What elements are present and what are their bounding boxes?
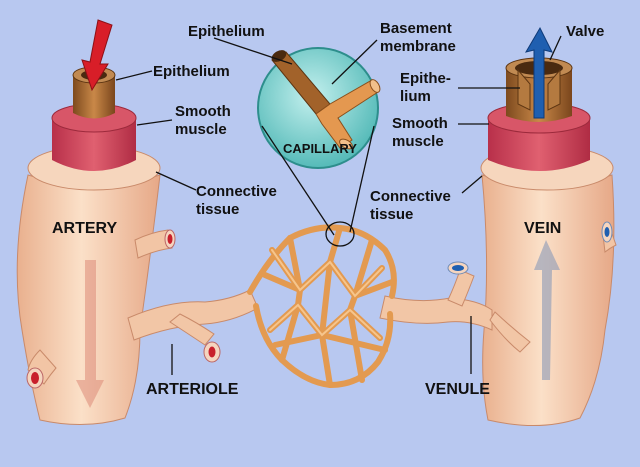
label-basement-membrane-line2: membrane	[380, 38, 456, 55]
capillary-bed-shading	[269, 249, 383, 339]
label-connective-tissue-artery-line2: tissue	[196, 201, 239, 218]
label-valve: Valve	[566, 23, 604, 40]
capillary-inset	[257, 47, 381, 247]
label-artery: ARTERY	[52, 220, 118, 237]
label-smooth-muscle-vein-line1: Smooth	[392, 115, 448, 132]
label-smooth-muscle-artery-line1: Smooth	[175, 103, 231, 120]
labels: Epithelium Basement membrane Valve Epith…	[52, 20, 604, 398]
label-vein: VEIN	[524, 220, 561, 237]
label-venule: VENULE	[425, 381, 490, 398]
artery-vessel	[16, 19, 176, 425]
label-epithelium-vein-line1: Epithe-	[400, 70, 451, 87]
leader-lines	[115, 35, 562, 375]
label-capillary: CAPILLARY	[283, 141, 357, 156]
label-connective-tissue-vein-line2: tissue	[370, 206, 413, 223]
label-epithelium-vein-line2: lium	[400, 88, 431, 105]
arteriole-vessel	[127, 289, 259, 363]
label-arteriole: ARTERIOLE	[146, 381, 239, 398]
label-connective-tissue-artery-line1: Connective	[196, 183, 277, 200]
label-epithelium-capillary: Epithelium	[188, 23, 265, 40]
label-connective-tissue-vein-line1: Connective	[370, 188, 451, 205]
label-basement-membrane-line1: Basement	[380, 20, 452, 37]
label-smooth-muscle-vein-line2: muscle	[392, 133, 444, 150]
venule-vessel	[379, 261, 531, 353]
label-smooth-muscle-artery-line2: muscle	[175, 121, 227, 138]
label-epithelium-artery: Epithelium	[153, 63, 230, 80]
